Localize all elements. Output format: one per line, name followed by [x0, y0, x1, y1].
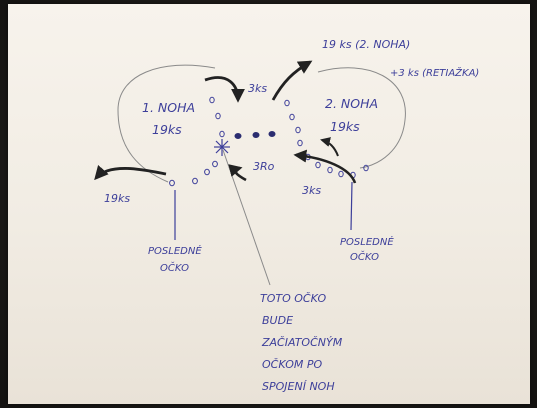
left-arrow-label: 19ks — [104, 192, 130, 205]
leg2-name: 2. NOHA — [325, 96, 378, 111]
top-arrow-right — [271, 60, 313, 101]
bottom-note-line-1: TOTO OČKO — [260, 292, 327, 305]
right-last-label-1: POSLEDNÉ — [340, 235, 394, 248]
joining-chain — [234, 131, 276, 139]
leg1-outline — [117, 64, 216, 183]
right-outer-arrow — [320, 137, 339, 157]
left-last-label-1: POSLEDNÉ — [148, 244, 202, 257]
leg2-outline — [317, 67, 406, 169]
paper-sheet — [8, 4, 530, 404]
bottom-note-line-4: OČKOM PO — [262, 358, 323, 371]
top-arrow-left — [204, 76, 245, 103]
bottom-note-line-5: SPOJENÍ NOH — [262, 380, 335, 393]
top-arrow-label: 3ks — [248, 82, 267, 95]
left-last-label-2: OČKO — [160, 261, 189, 274]
middle-arrow-label: 3Ro — [253, 160, 275, 173]
leg1-name: 1. NOHA — [142, 100, 195, 115]
leg2-count: 19ks — [330, 119, 360, 134]
left-leg-stitches — [169, 96, 225, 187]
middle-arrow — [228, 164, 247, 182]
bottom-note-line-3: ZAČIATOČNÝM — [261, 336, 343, 349]
top-right-note-1: 19 ks (2. NOHA) — [322, 38, 410, 51]
right-last-label-2: OČKO — [350, 250, 379, 263]
right-arrow-label: 3ks — [302, 184, 321, 197]
bottom-note: TOTO OČKO BUDE ZAČIATOČNÝM OČKOM PO SPOJ… — [260, 292, 343, 393]
top-right-note-2: +3 ks (RETIAŽKA) — [390, 66, 479, 79]
star-mark — [214, 139, 230, 156]
right-arrow — [293, 149, 357, 184]
leg1-count: 19ks — [152, 122, 182, 137]
right-last-line — [350, 181, 353, 231]
bottom-note-line-2: BUDE — [262, 314, 293, 327]
left-outer-arrow — [94, 164, 167, 181]
right-leg-stitches — [284, 99, 369, 179]
